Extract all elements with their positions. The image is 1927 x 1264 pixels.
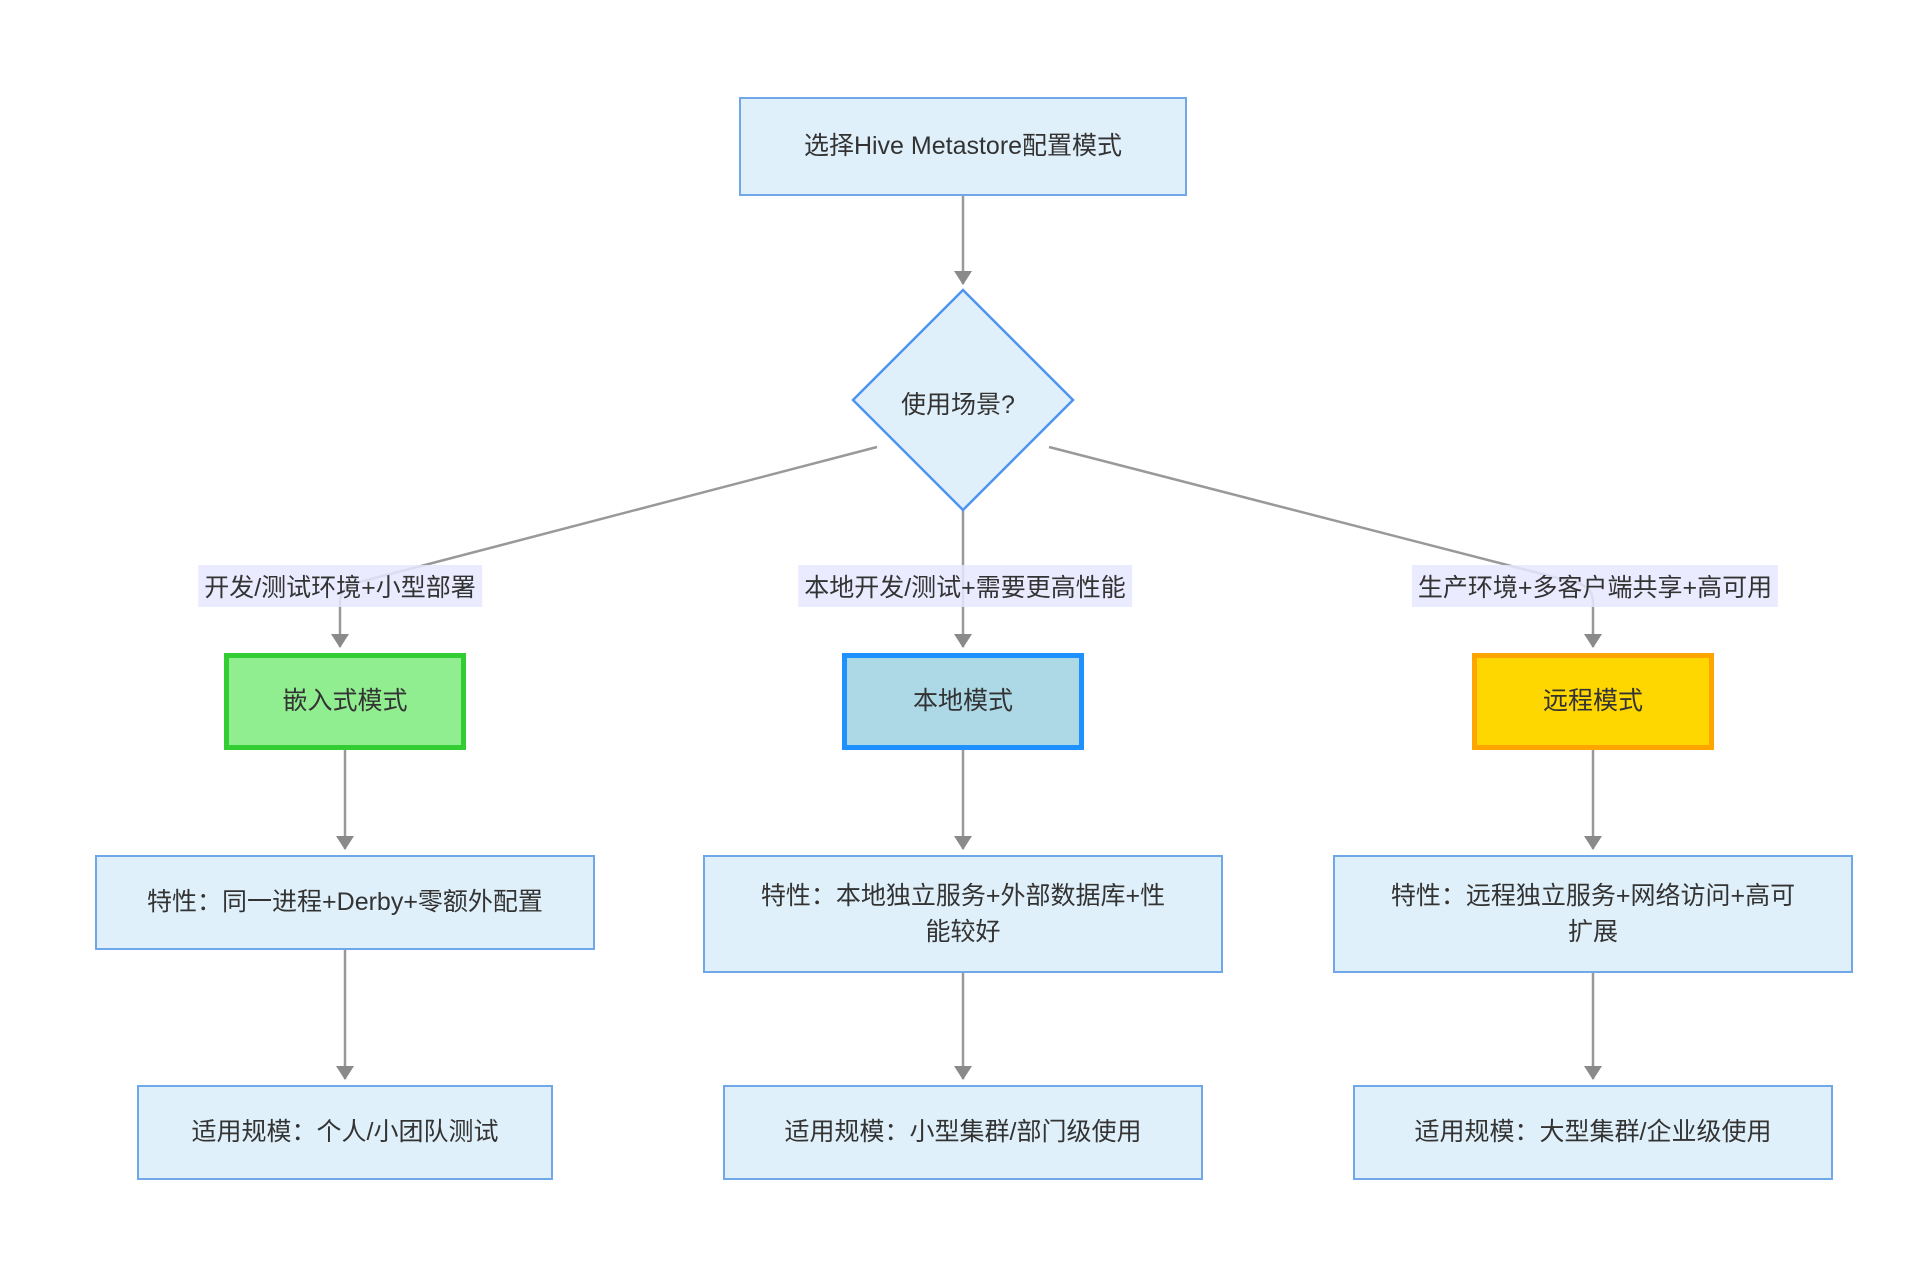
edge-decision-to-remote	[1048, 445, 1602, 648]
node-local-feature: 特性：本地独立服务+外部数据库+性 能较好	[703, 855, 1223, 973]
edge-label-remote: 生产环境+多客户端共享+高可用	[1411, 565, 1779, 607]
node-embedded-mode: 嵌入式模式	[224, 653, 466, 750]
scale-label: 适用规模：个人/小团队测试	[191, 1118, 499, 1147]
scale-label: 适用规模：大型集群/企业级使用	[1414, 1118, 1772, 1147]
edge-label-local: 本地开发/测试+需要更高性能	[798, 565, 1132, 607]
node-remote-mode: 远程模式	[1472, 653, 1714, 750]
node-local-scale: 适用规模：小型集群/部门级使用	[723, 1085, 1203, 1180]
node-local-mode-label: 本地模式	[912, 687, 1013, 716]
node-embedded-mode-label: 嵌入式模式	[282, 687, 408, 716]
feature-line: 特性：远程独立服务+网络访问+高可	[1390, 881, 1796, 910]
feature-line: 特性：同一进程+Derby+零额外配置	[147, 888, 543, 917]
node-decision-label: 使用场景?	[901, 391, 1015, 419]
scale-label: 适用规模：小型集群/部门级使用	[784, 1118, 1142, 1147]
node-embedded-scale: 适用规模：个人/小团队测试	[137, 1085, 553, 1180]
node-remote-mode-label: 远程模式	[1542, 687, 1643, 716]
node-title-label: 选择Hive Metastore配置模式	[803, 132, 1123, 161]
node-embedded-feature: 特性：同一进程+Derby+零额外配置	[95, 855, 595, 950]
feature-line: 特性：本地独立服务+外部数据库+性	[760, 881, 1166, 910]
feature-line: 能较好	[925, 918, 1001, 946]
edge-decision-to-embedded	[331, 445, 878, 648]
feature-line: 扩展	[1567, 918, 1618, 946]
decision-diamond-shape	[851, 288, 1075, 512]
edge-label-embedded: 开发/测试环境+小型部署	[198, 565, 482, 607]
node-local-mode: 本地模式	[842, 653, 1084, 750]
node-remote-scale: 适用规模：大型集群/企业级使用	[1353, 1085, 1833, 1180]
node-title: 选择Hive Metastore配置模式	[739, 97, 1187, 196]
node-remote-feature: 特性：远程独立服务+网络访问+高可 扩展	[1333, 855, 1853, 973]
